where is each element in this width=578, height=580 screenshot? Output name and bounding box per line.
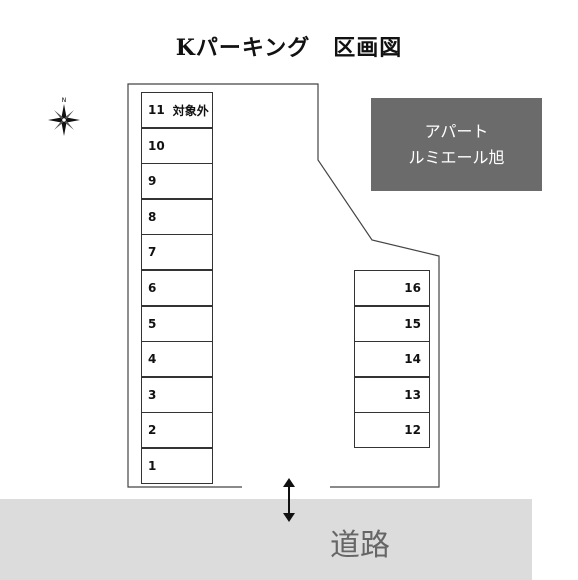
slot-number: 16 <box>404 281 421 295</box>
slot-number: 6 <box>148 281 157 295</box>
slot-number: 12 <box>404 423 421 438</box>
road-label: 道路 <box>330 528 390 563</box>
slot-number: 5 <box>148 316 157 331</box>
slot-number: 2 <box>148 423 157 438</box>
parking-slot-14: 14 <box>354 341 430 378</box>
slot-number: 7 <box>148 245 157 260</box>
parking-slot-8: 8 <box>141 198 213 235</box>
slot-number: 3 <box>148 387 157 402</box>
parking-slot-12: 12 <box>354 412 430 449</box>
parking-slot-5: 5 <box>141 305 213 342</box>
entrance-arrow-icon <box>283 478 295 522</box>
apartment-building: アパート ルミエール旭 <box>371 98 542 191</box>
parking-slot-2: 2 <box>141 412 213 449</box>
parking-slot-13: 13 <box>354 376 430 413</box>
slot-number: 15 <box>404 316 421 331</box>
parking-slot-7: 7 <box>141 234 213 271</box>
parking-slot-9: 9 <box>141 163 213 200</box>
compass-north-label: N <box>62 97 67 104</box>
slot-number: 9 <box>148 174 157 189</box>
compass-icon: N <box>48 97 80 136</box>
parking-slot-15: 15 <box>354 305 430 342</box>
parking-slot-1: 1 <box>141 448 213 484</box>
page-title: Kパーキング 区画図 <box>175 35 403 61</box>
slot-number: 11 <box>148 103 165 117</box>
parking-slot-3: 3 <box>141 376 213 413</box>
slot-number: 13 <box>404 387 421 402</box>
parking-slot-10: 10 <box>141 127 213 164</box>
slot-note: 対象外 <box>172 103 209 118</box>
slot-number: 8 <box>148 209 157 224</box>
parking-slot-4: 4 <box>141 341 213 378</box>
slot-number: 1 <box>148 459 157 473</box>
building-label-2: ルミエール旭 <box>408 147 505 167</box>
slot-number: 14 <box>404 352 421 367</box>
parking-slot-16: 16 <box>354 270 430 306</box>
parking-slot-6: 6 <box>141 270 213 306</box>
building-label-1: アパート <box>424 121 489 141</box>
road <box>0 499 532 580</box>
slot-number: 10 <box>148 138 165 153</box>
parking-slot-11: 11 対象外 <box>141 92 213 128</box>
slot-number: 4 <box>148 352 157 367</box>
